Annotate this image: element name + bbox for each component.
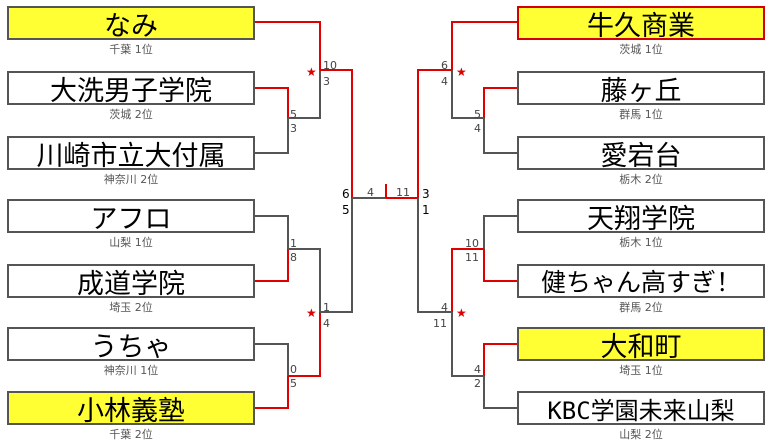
score: 4 (367, 186, 374, 199)
score: 6 (342, 187, 350, 201)
team-pref: 茨城 1位 (619, 43, 663, 56)
line-r-r1c-win (483, 343, 517, 376)
score: 5 (290, 108, 297, 121)
team-name: 天翔学院 (587, 203, 695, 233)
star-icon: ★ (306, 306, 317, 320)
line-r-r1c-lose (483, 376, 517, 409)
line-r-r1b-lose (483, 215, 517, 249)
team-name: 健ちゃん高すぎ！ (540, 268, 741, 297)
score: 4 (474, 122, 481, 135)
team-box-right-5: 健ちゃん高すぎ！ (517, 264, 765, 298)
team-box-right-6: 大和町 (517, 327, 765, 361)
team-pref: 埼玉 2位 (109, 301, 153, 314)
team-box-right-7: KBC学園未来山梨 (517, 391, 765, 425)
line-l-r2a-win (255, 21, 321, 70)
team-pref: 群馬 1位 (619, 108, 663, 121)
team-box-right-4: 天翔学院 (517, 199, 765, 233)
team-name: なみ (104, 10, 158, 40)
team-name: 愛宕台 (600, 140, 682, 170)
line-l-r1b-win (255, 249, 289, 282)
score: 4 (474, 363, 481, 376)
line-r-r2a-win (451, 21, 517, 70)
team-name: 成道学院 (77, 268, 185, 298)
team-name: 牛久商業 (587, 10, 695, 40)
line-l-r2b-lose (288, 248, 321, 312)
team-pref: 埼玉 1位 (619, 364, 663, 377)
line-l-r1a-lose (255, 118, 289, 154)
score: 1 (323, 301, 330, 314)
star-icon: ★ (456, 306, 467, 320)
team-pref: 山梨 1位 (109, 236, 153, 249)
line-l-r1a-win (255, 87, 289, 118)
score: 4 (441, 301, 448, 314)
score: 8 (290, 251, 297, 264)
team-name: 藤ヶ丘 (600, 75, 682, 105)
score: 1 (290, 237, 297, 250)
team-box-right-1: 牛久商業 (517, 6, 765, 40)
score: 4 (323, 317, 330, 330)
team-pref: 山梨 2位 (619, 428, 663, 441)
line-l-sf-lose (320, 198, 353, 313)
line-r-sf-win (417, 69, 452, 198)
team-name: うちゃ (90, 331, 172, 361)
team-name: 川崎市立大付属 (36, 140, 226, 170)
score: 11 (396, 186, 410, 199)
line-r-r1a-win (483, 87, 517, 118)
score: 3 (422, 187, 430, 201)
line-r-r2b-win (451, 248, 484, 312)
star-icon: ★ (456, 65, 467, 79)
team-name: アフロ (90, 203, 172, 233)
team-box-left-3: 川崎市立大付属 (7, 136, 255, 170)
team-box-left-5: 成道学院 (7, 264, 255, 298)
score: 1 (422, 203, 430, 217)
line-l-r2a-lose (288, 70, 321, 119)
score: 11 (433, 317, 447, 330)
team-box-left-4: アフロ (7, 199, 255, 233)
team-pref: 千葉 2位 (109, 428, 153, 441)
score: 3 (290, 122, 297, 135)
star-icon: ★ (306, 65, 317, 79)
score: 2 (474, 377, 481, 390)
team-box-left-7: 小林義塾 (7, 391, 255, 425)
team-box-left-6: うちゃ (7, 327, 255, 361)
line-l-r1c-win (255, 376, 289, 409)
team-pref: 千葉 1位 (109, 43, 153, 56)
line-r-r1a-lose (483, 118, 517, 154)
score: 11 (465, 251, 479, 264)
team-name: 小林義塾 (77, 395, 185, 425)
team-box-left-1: なみ (7, 6, 255, 40)
line-l-r2b-win (288, 312, 321, 377)
score: 6 (441, 59, 448, 72)
line-l-r1c-lose (255, 343, 289, 376)
team-box-right-3: 愛宕台 (517, 136, 765, 170)
score: 5 (474, 108, 481, 121)
team-pref: 群馬 2位 (619, 301, 663, 314)
team-pref: 栃木 2位 (619, 173, 663, 186)
line-r-r2a-lose (451, 70, 484, 119)
line-r-r1b-win (483, 249, 517, 282)
score: 5 (290, 377, 297, 390)
score: 4 (441, 75, 448, 88)
team-name: 大和町 (600, 331, 682, 361)
line-r-r2b-lose (451, 312, 484, 377)
score: 5 (342, 203, 350, 217)
line-l-r1b-lose (255, 215, 289, 249)
score: 10 (465, 237, 479, 250)
score: 0 (290, 363, 297, 376)
team-box-left-2: 大洗男子学院 (7, 71, 255, 105)
score: 3 (323, 75, 330, 88)
team-pref: 神奈川 1位 (103, 364, 159, 377)
team-box-right-2: 藤ヶ丘 (517, 71, 765, 105)
team-name: KBC学園未来山梨 (547, 396, 735, 425)
team-name: 大洗男子学院 (50, 75, 212, 105)
line-l-sf-win (320, 69, 353, 198)
line-r-sf-lose (417, 198, 452, 313)
team-pref: 栃木 1位 (619, 236, 663, 249)
score: 10 (323, 59, 337, 72)
team-pref: 茨城 2位 (109, 108, 153, 121)
team-pref: 神奈川 2位 (103, 173, 159, 186)
